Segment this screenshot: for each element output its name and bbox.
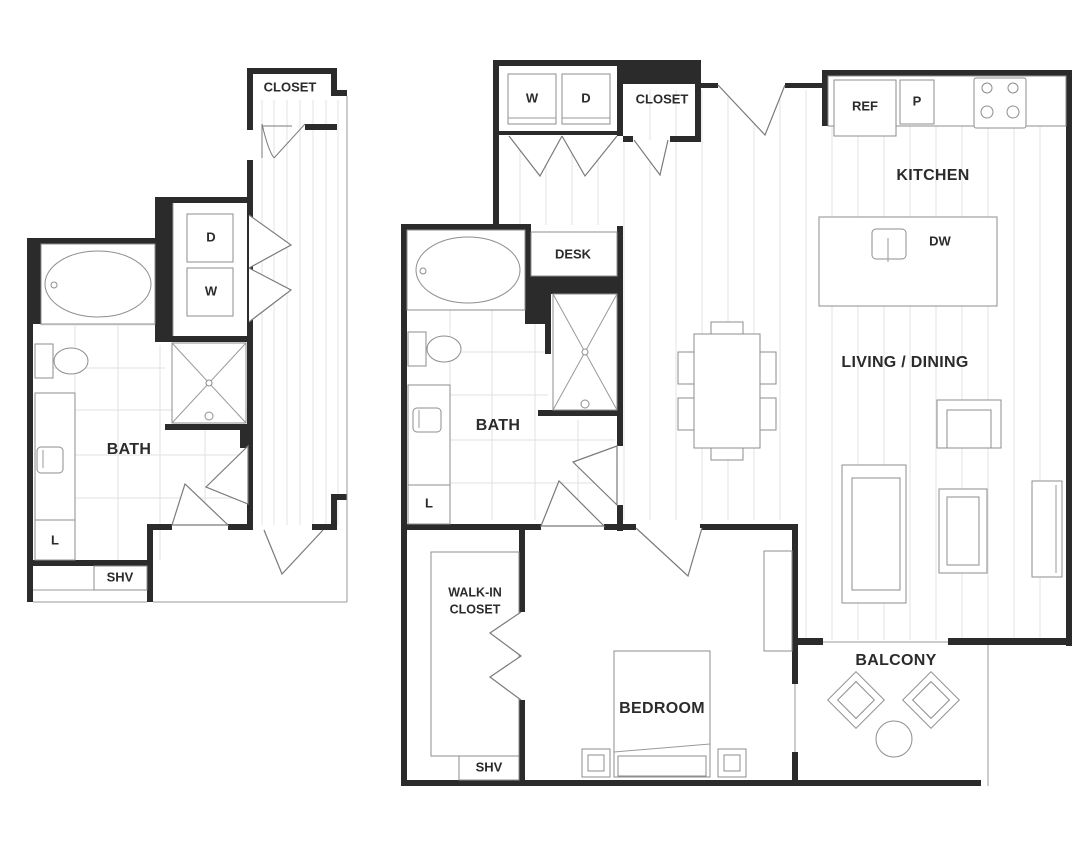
- main-bath-label: BATH: [476, 417, 520, 434]
- main-balcony-chair-left: [827, 671, 885, 729]
- inset-dryer: [186, 213, 234, 263]
- main-laundry-bifold-door[interactable]: [508, 135, 618, 178]
- main-dishwasher-label: DW: [929, 233, 951, 248]
- inset-bath-label: BATH: [107, 441, 151, 458]
- main-kitchen-counter: REF P: [827, 75, 1067, 137]
- main-dresser: [763, 550, 793, 652]
- main-toilet: [407, 331, 462, 367]
- inset-shower: [171, 342, 247, 424]
- main-dining-table: [677, 321, 777, 461]
- main-walls: [401, 60, 1072, 786]
- main-sofa: [841, 464, 907, 604]
- main-walk-in-bifold-door[interactable]: [488, 611, 523, 701]
- main-bedroom-label: BEDROOM: [619, 700, 705, 717]
- main-kitchen-label: KITCHEN: [896, 167, 969, 184]
- inset-dryer-label: D: [206, 229, 215, 244]
- main-balcony-chair-right: [902, 671, 960, 729]
- main-washer: [507, 73, 557, 125]
- main-linen-closet: L: [407, 484, 451, 525]
- main-dryer-label: D: [581, 90, 590, 105]
- main-linen-label: L: [425, 495, 433, 510]
- main-bath-door-2[interactable]: [540, 479, 606, 527]
- inset-laundry: D W: [172, 203, 234, 336]
- main-dryer: [561, 73, 611, 125]
- inset-hall-floor: [261, 100, 339, 525]
- main-bathtub: [406, 229, 526, 311]
- main-shower: [552, 293, 618, 411]
- inset-shelving-label: SHV: [107, 569, 134, 584]
- main-tv-console: [1031, 480, 1063, 578]
- main-refrigerator-label: REF: [852, 98, 878, 113]
- inset-entry-door[interactable]: [263, 529, 324, 576]
- inset-bath-door-2[interactable]: [171, 482, 230, 526]
- inset-laundry-bifold-door[interactable]: [248, 214, 293, 323]
- main-desk: DESK: [530, 231, 618, 277]
- inset-toilet: [34, 343, 89, 379]
- inset-walls: [27, 68, 348, 603]
- main-bedroom-door[interactable]: [635, 527, 703, 578]
- main-bath-door-1[interactable]: [571, 445, 618, 507]
- main-closet-label: CLOSET: [636, 91, 689, 106]
- main-walk-in-label-2: CLOSET: [450, 602, 501, 616]
- main-laundry: W D: [507, 73, 611, 125]
- inset-vanity: [34, 392, 76, 521]
- main-pantry: [899, 79, 935, 125]
- main-shelving-label: SHV: [476, 759, 503, 774]
- inset-linen-closet: L: [34, 519, 76, 561]
- main-armchair: [936, 399, 1002, 449]
- main-pantry-label: P: [913, 93, 922, 108]
- main-balcony-label: BALCONY: [855, 652, 936, 669]
- main-plan: W D CLOSET REF P: [401, 60, 1072, 786]
- main-shelving: SHV: [458, 755, 520, 781]
- inset-plan: CLOSET D W: [27, 68, 348, 603]
- inset-linen-label: L: [51, 532, 59, 547]
- main-closet-door[interactable]: [633, 139, 669, 177]
- main-coffee-table: [938, 488, 988, 574]
- inset-closet-label: CLOSET: [264, 79, 317, 94]
- inset-bath-door-1[interactable]: [204, 444, 249, 505]
- inset-closet-door[interactable]: [261, 123, 306, 159]
- main-washer-label: W: [526, 90, 539, 105]
- main-sink: [871, 228, 907, 260]
- main-balcony-table: [875, 720, 913, 758]
- main-walk-in-closet: WALK-IN CLOSET: [430, 551, 520, 757]
- main-kitchen-island: DW: [818, 216, 998, 307]
- inset-washer: [186, 267, 234, 317]
- main-desk-label: DESK: [555, 246, 592, 261]
- main-living-dining-label: LIVING / DINING: [841, 354, 968, 371]
- main-vanity: [407, 384, 451, 486]
- main-walk-in-label-1: WALK-IN: [448, 585, 501, 599]
- main-refrigerator: [833, 79, 897, 137]
- main-bed: [581, 650, 747, 778]
- inset-shelving: SHV: [93, 565, 148, 591]
- inset-bathtub: [40, 243, 156, 325]
- main-entry-door[interactable]: [717, 84, 786, 137]
- inset-washer-label: W: [205, 283, 218, 298]
- main-cooktop: [973, 77, 1027, 129]
